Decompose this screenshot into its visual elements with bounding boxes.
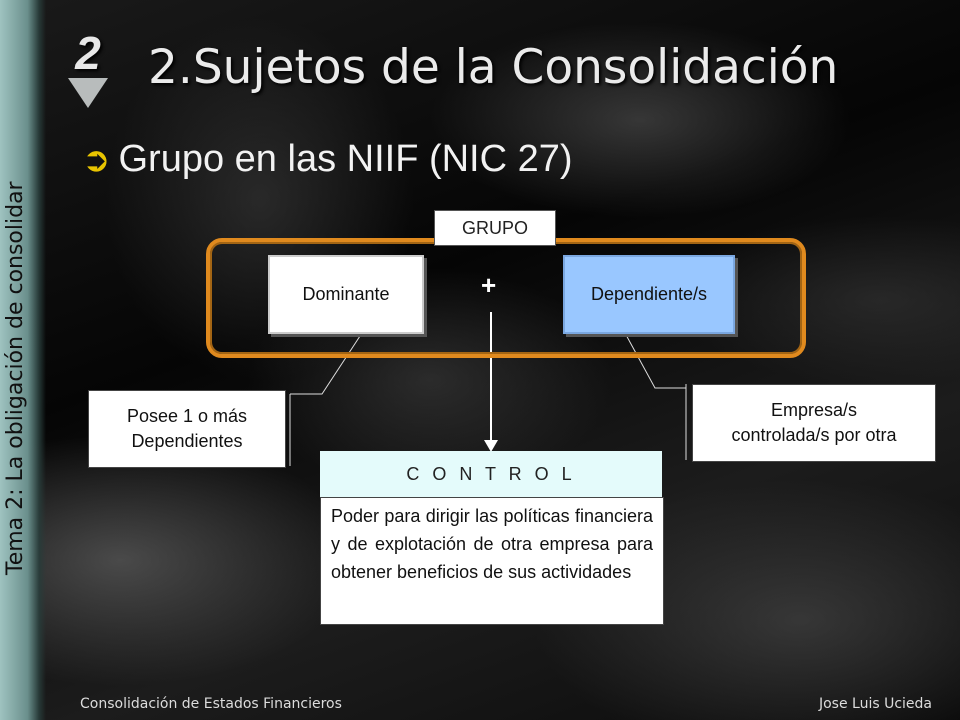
section-number: 2 bbox=[75, 27, 101, 79]
dependiente-box: Dependiente/s bbox=[563, 255, 735, 334]
right-arrow-icon: ➲ bbox=[82, 140, 111, 179]
posee-line-1: Posee 1 o más bbox=[126, 405, 248, 426]
group-label: GRUPO bbox=[434, 210, 556, 246]
posee-line-2: Dependientes bbox=[131, 431, 243, 451]
empresa-connector bbox=[624, 332, 686, 389]
bullet-text: Grupo en las NIIF (NIC 27) bbox=[118, 138, 573, 180]
dominante-box: Dominante bbox=[268, 255, 424, 334]
posee-note: Posee 1 o más Dependientes bbox=[88, 390, 286, 468]
empresa-line-1: Empresa/s bbox=[770, 399, 858, 420]
empresa-note: Empresa/s controlada/s por otra bbox=[692, 384, 936, 462]
plus-sign: + bbox=[481, 270, 497, 300]
control-definition: Poder para dirigir las políticas financi… bbox=[320, 497, 664, 625]
empresa-line-2: controlada/s por otra bbox=[731, 425, 897, 445]
bullet-heading: ➲ Grupo en las NIIF (NIC 27) bbox=[82, 138, 573, 181]
footer-author: Jose Luis Ucieda bbox=[818, 696, 932, 712]
triangle-down-icon bbox=[68, 78, 108, 108]
posee-connector bbox=[290, 332, 363, 395]
slide-title: 2.Sujetos de la Consolidación bbox=[148, 40, 839, 95]
control-header: C O N T R O L bbox=[320, 451, 662, 497]
sidebar: Tema 2: La obligación de consolidar bbox=[0, 0, 46, 720]
footer-course: Consolidación de Estados Financieros bbox=[80, 696, 342, 712]
control-arrow-head bbox=[484, 440, 498, 452]
